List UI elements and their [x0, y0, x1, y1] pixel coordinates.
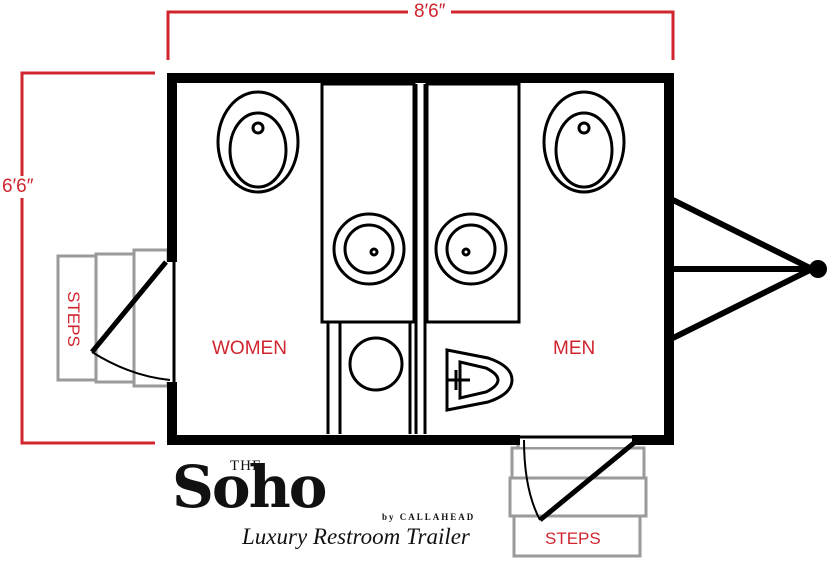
- trailer-hitch: [671, 197, 814, 341]
- height-dimension-line: [20, 71, 155, 445]
- women-label: WOMEN: [212, 338, 287, 359]
- left-steps: [56, 248, 170, 388]
- bottom-steps-label: STEPS: [545, 529, 601, 548]
- hitch-ball: [809, 260, 827, 278]
- women-toilet-icon: [216, 90, 300, 194]
- brand-the: THE: [230, 458, 263, 474]
- women-sink-icon: [332, 212, 406, 286]
- width-dimension-label: 8′6″: [408, 1, 452, 23]
- men-toilet-icon: [542, 90, 626, 194]
- men-sink-icon: [434, 212, 508, 286]
- height-dimension-label: 6′6″: [0, 176, 36, 198]
- brand-logo: THE Soho by CALLAHEAD Luxury Restroom Tr…: [172, 453, 502, 556]
- left-door: [90, 260, 168, 354]
- bottom-door-opening: [520, 433, 632, 447]
- brand-name: Soho: [172, 453, 327, 521]
- left-steps-label: STEPS: [63, 291, 83, 347]
- left-door-opening: [165, 262, 179, 382]
- bottom-door: [538, 436, 642, 522]
- men-label: MEN: [553, 338, 596, 359]
- urinal-icon: [445, 348, 514, 412]
- brand-tagline: Luxury Restroom Trailer: [242, 524, 470, 549]
- round-sink-icon: [348, 336, 404, 392]
- bottom-door-swing: [523, 439, 541, 521]
- bottom-steps: [508, 438, 648, 558]
- interior-partitions: [320, 82, 521, 434]
- left-door-swing: [91, 351, 171, 381]
- brand-by: by CALLAHEAD: [382, 512, 476, 522]
- outer-wall: [167, 73, 674, 445]
